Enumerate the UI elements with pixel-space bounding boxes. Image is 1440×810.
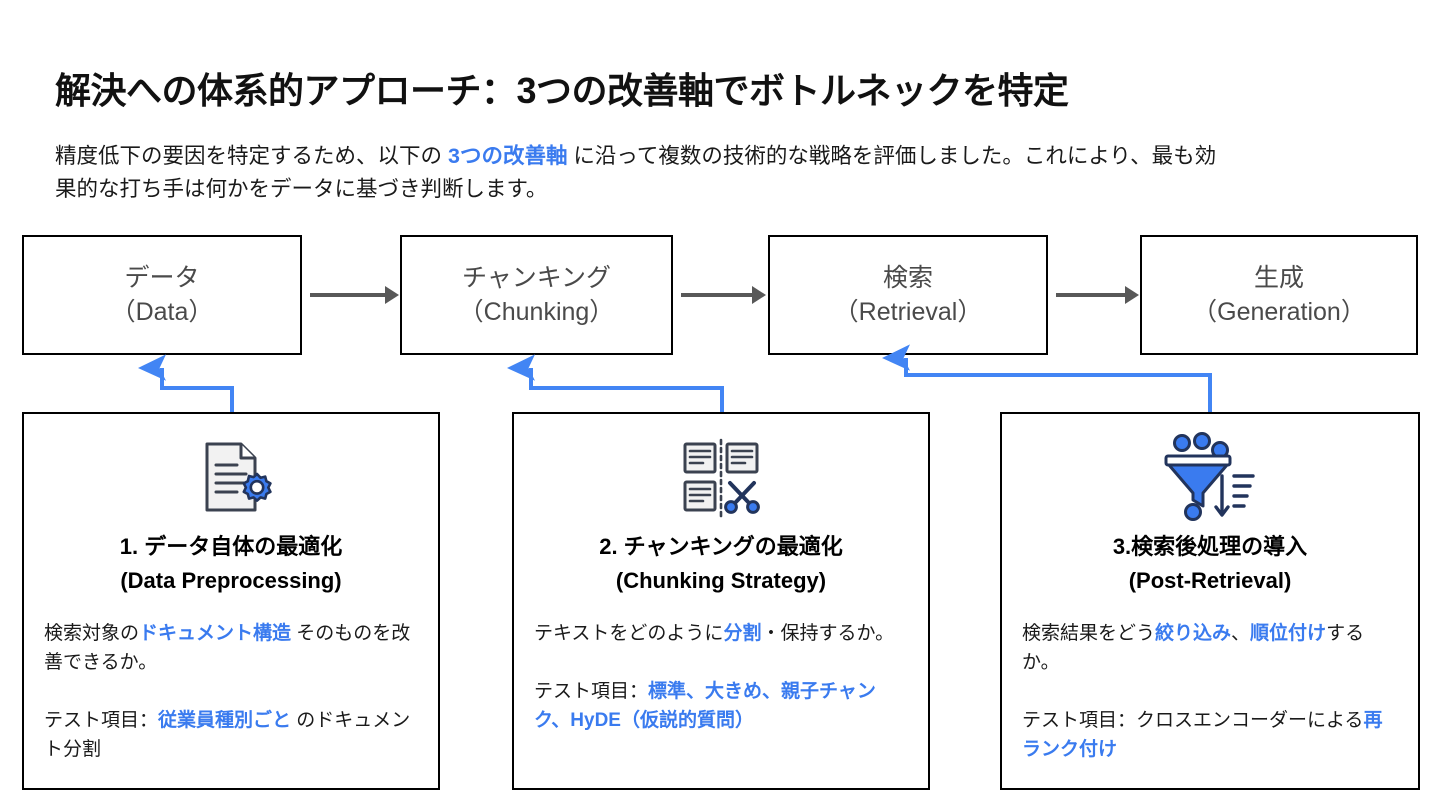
text-segment: 検索結果をどう (1022, 623, 1156, 644)
card-body-testitems: テスト項目：標準、大きめ、親子チャンク、HyDE（仮説的質問） (534, 677, 910, 735)
card-title-jp: 2. チャンキングの最適化 (599, 534, 843, 559)
card-body: テキストをどのように分割・保持するか。 テスト項目：標準、大きめ、親子チャンク、… (534, 619, 910, 735)
pipeline-step-label-en: （Data） (110, 298, 214, 326)
pipeline-step-label-jp: データ (124, 264, 200, 292)
text-accent: 従業員種別ごと (158, 710, 292, 731)
text-segment: 、 (1231, 623, 1251, 644)
card-body: 検索対象のドキュメント構造 そのものを改善できるか。 テスト項目：従業員種別ごと… (44, 619, 420, 764)
card-title: 1. データ自体の最適化 (Data Preprocessing) (24, 530, 438, 598)
pipeline-step-label-jp: 生成 (1253, 264, 1304, 292)
text-accent: 再ランク付け (1022, 710, 1383, 760)
card-title-en: (Data Preprocessing) (120, 568, 342, 593)
pipeline-step-label-jp: チャンキング (461, 264, 611, 292)
card-body-question: 検索結果をどう絞り込み、順位付けするか。 (1022, 619, 1400, 677)
text-accent: ドキュメント構造 (139, 623, 292, 644)
pipeline-step-label-en: （Retrieval） (833, 298, 983, 326)
text-label: テスト項目： (44, 710, 159, 731)
text-segment: テキストをどのように (534, 623, 724, 644)
connector-card2-to-chunking (507, 354, 724, 412)
card-title-en: (Chunking Strategy) (615, 568, 827, 593)
text-segment: ・保持するか。 (761, 623, 895, 644)
text-accent: 標準、大きめ、親子チャンク、HyDE（仮説的質問） (534, 681, 876, 731)
pipeline-step-label-jp: 検索 (882, 264, 933, 292)
pipeline-arrow-chunking-to-retrieval (681, 286, 766, 304)
card-title-jp: 1. データ自体の最適化 (119, 534, 343, 559)
card-title-en: (Post-Retrieval) (1128, 568, 1292, 593)
card-body-question: テキストをどのように分割・保持するか。 (534, 619, 910, 648)
card-body-question: 検索対象のドキュメント構造 そのものを改善できるか。 (44, 619, 420, 677)
document-gear-icon (24, 430, 438, 526)
pipeline-step-label-en: （Generation） (1192, 298, 1366, 326)
text-accent: 順位付け (1250, 623, 1327, 644)
text-segment: 検索対象の (44, 623, 140, 644)
subtitle-accent-term: 3つの改善軸 (447, 144, 568, 168)
page-subtitle: 精度低下の要因を特定するため、以下の 3つの改善軸 に沿って複数の技術的な戦略を… (55, 140, 1235, 206)
card-title: 2. チャンキングの最適化 (Chunking Strategy) (514, 530, 928, 598)
page-title: 解決への体系的アプローチ：3つの改善軸でボトルネックを特定 (55, 70, 1069, 111)
card-title: 3.検索後処理の導入 (Post-Retrieval) (1002, 530, 1418, 598)
pipeline-step-retrieval[interactable]: 検索 （Retrieval） (768, 235, 1048, 355)
text-label: テスト項目：クロスエンコーダーによる (1022, 710, 1364, 731)
subtitle-part-2: に沿って複数の技術的な戦略を評価しました。これにより、最も効果的な打ち手は何かを… (55, 144, 1217, 201)
card-post-retrieval[interactable]: 3.検索後処理の導入 (Post-Retrieval) 検索結果をどう絞り込み、… (1000, 412, 1420, 790)
text-segment: そのものを改善できるか。 (44, 623, 411, 673)
text-accent: 絞り込み (1155, 623, 1232, 644)
text-segment: するか。 (1022, 623, 1365, 673)
connector-card3-to-retrieval (882, 344, 1212, 412)
card-title-jp: 3.検索後処理の導入 (1112, 534, 1308, 559)
card-body-testitems: テスト項目：クロスエンコーダーによる再ランク付け (1022, 706, 1400, 764)
pipeline-step-label-en: （Chunking） (458, 298, 615, 326)
card-data-preprocessing[interactable]: 1. データ自体の最適化 (Data Preprocessing) 検索対象のド… (22, 412, 440, 790)
card-body: 検索結果をどう絞り込み、順位付けするか。 テスト項目：クロスエンコーダーによる再… (1022, 619, 1400, 764)
pipeline-arrow-data-to-chunking (310, 286, 399, 304)
text-accent: 分割 (723, 623, 762, 644)
pipeline-arrow-retrieval-to-generation (1056, 286, 1139, 304)
card-body-testitems: テスト項目：従業員種別ごと のドキュメント分割 (44, 706, 420, 764)
card-chunking-strategy[interactable]: 2. チャンキングの最適化 (Chunking Strategy) テキストをど… (512, 412, 930, 790)
pipeline-step-chunking[interactable]: チャンキング （Chunking） (400, 235, 673, 355)
funnel-sort-icon (1002, 430, 1418, 526)
documents-scissors-icon (514, 430, 928, 526)
text-label: テスト項目： (534, 681, 649, 702)
subtitle-part-1: 精度低下の要因を特定するため、以下の (55, 144, 448, 168)
pipeline-step-data[interactable]: データ （Data） (22, 235, 302, 355)
connector-card1-to-data (138, 354, 234, 412)
pipeline-step-generation[interactable]: 生成 （Generation） (1140, 235, 1418, 355)
text-segment: のドキュメント分割 (44, 710, 411, 760)
